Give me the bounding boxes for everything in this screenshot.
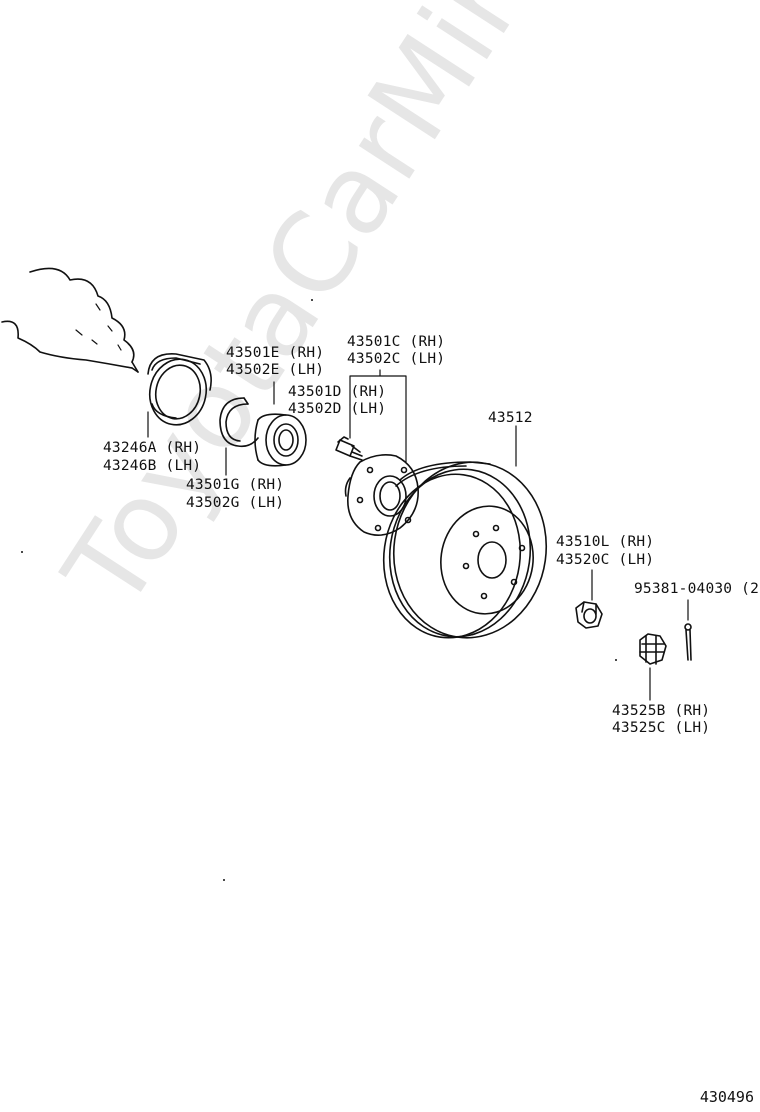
label-snap-ring-rh: 43501G (RH) (186, 477, 285, 493)
label-bearing-rh: 43501E (RH) (226, 345, 325, 361)
label-hub-nut-lh: 43520C (LH) (556, 552, 655, 568)
leader-lines (147, 369, 689, 701)
label-bearing-lh: 43502E (LH) (226, 362, 325, 378)
scan-dots (21, 299, 617, 881)
cotter-pin-drawing (684, 623, 692, 661)
label-snap-ring-lh: 43502G (LH) (186, 495, 285, 511)
label-hub-lh: 43502C (LH) (347, 351, 446, 367)
brake-disc-drawing (382, 461, 548, 639)
label-grease-seal-lh: 43246B (LH) (103, 458, 202, 474)
hub-nut-drawing (575, 601, 603, 629)
label-lock-cap-lh: 43525C (LH) (612, 720, 711, 736)
label-hub-rh: 43501C (RH) (347, 334, 446, 350)
diagram-number: 430496 (699, 1088, 754, 1106)
hub-bolt-drawing (335, 436, 363, 461)
hub-drawing (344, 454, 419, 536)
label-disc: 43512 (488, 410, 533, 426)
bearing-drawing (254, 413, 307, 467)
grease-seal-drawing (147, 353, 212, 426)
label-lock-cap-rh: 43525B (RH) (612, 703, 711, 719)
label-hub-bolt-rh: 43501D (RH) (288, 384, 387, 400)
lock-cap-drawing (639, 633, 667, 665)
snap-ring-drawing (219, 397, 259, 448)
drive-shaft-drawing (1, 267, 139, 373)
label-hub-nut-rh: 43510L (RH) (556, 534, 655, 550)
label-cotter-pin: 95381-04030 (2) (634, 581, 760, 597)
label-grease-seal-rh: 43246A (RH) (103, 440, 202, 456)
label-hub-bolt-lh: 43502D (LH) (288, 401, 387, 417)
